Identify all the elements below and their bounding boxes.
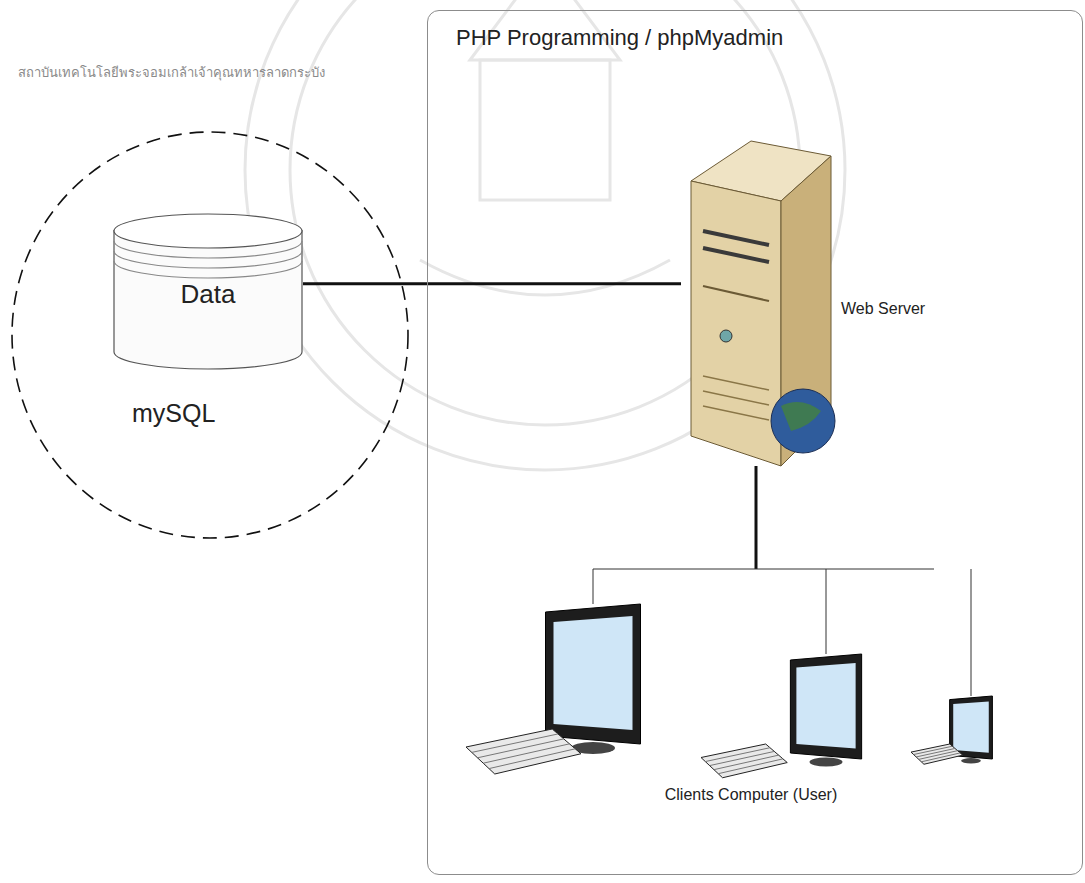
- node-text: mySQL: [132, 398, 215, 428]
- database-cylinder: Data: [113, 213, 303, 370]
- node-text: Data: [113, 279, 303, 310]
- server-icon: [681, 136, 841, 471]
- database-circle: mySQL Data: [10, 130, 410, 540]
- client-computers: [466, 569, 1044, 814]
- node-text: Web Server: [841, 299, 925, 318]
- server-node: Web Server: [681, 136, 951, 466]
- watermark-text: สถาบันเทคโนโลยีพระจอมเกล้าเจ้าคุณทหารลาด…: [18, 62, 325, 83]
- seal-outline: [245, 0, 845, 470]
- node-text: PHP Programming / phpMyadmin: [456, 25, 783, 51]
- node-text: Clients Computer (User): [466, 785, 1036, 804]
- client-group: Clients Computer (User): [466, 569, 1044, 814]
- region-box: PHP Programming / phpMyadminWeb ServerCl…: [427, 10, 1083, 875]
- network-bus: [593, 569, 934, 570]
- connector-line: [303, 282, 681, 285]
- connector-line: [755, 466, 758, 569]
